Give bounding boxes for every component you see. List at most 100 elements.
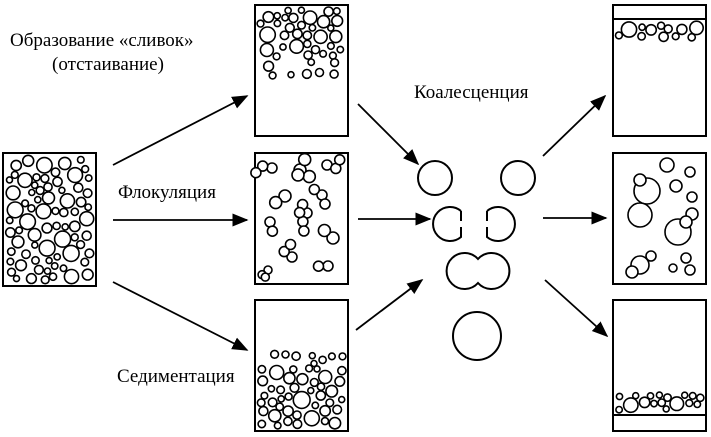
droplet bbox=[6, 267, 17, 277]
droplet bbox=[259, 26, 277, 44]
droplet bbox=[262, 60, 275, 72]
droplet-contact-left bbox=[432, 206, 462, 242]
droplet bbox=[622, 397, 639, 414]
droplet bbox=[328, 51, 338, 60]
droplet bbox=[62, 244, 80, 263]
droplet bbox=[262, 10, 275, 24]
droplet bbox=[310, 359, 318, 368]
droplet bbox=[304, 364, 314, 373]
droplets-creaming bbox=[256, 6, 345, 80]
droplet bbox=[12, 274, 21, 283]
droplet bbox=[267, 408, 282, 423]
droplet bbox=[279, 43, 287, 51]
label-creaming-line1: Образование «сливок» bbox=[10, 30, 194, 51]
droplet bbox=[258, 405, 269, 417]
droplet bbox=[273, 19, 282, 28]
droplet bbox=[297, 6, 306, 14]
droplet bbox=[336, 45, 345, 54]
droplet bbox=[615, 392, 624, 401]
droplet bbox=[5, 176, 14, 184]
droplet bbox=[337, 395, 346, 404]
droplet bbox=[53, 230, 72, 248]
droplet bbox=[306, 386, 315, 395]
droplet bbox=[52, 221, 61, 231]
droplet bbox=[292, 390, 311, 410]
droplet bbox=[282, 405, 294, 417]
droplet bbox=[659, 157, 675, 173]
droplet-merging bbox=[445, 252, 511, 290]
droplet bbox=[680, 391, 689, 400]
droplet bbox=[302, 169, 317, 184]
droplet bbox=[679, 215, 693, 229]
droplet bbox=[302, 30, 313, 41]
droplet bbox=[20, 249, 31, 260]
droplet bbox=[61, 222, 70, 231]
droplet bbox=[319, 198, 331, 210]
droplet bbox=[81, 230, 92, 241]
droplet bbox=[257, 364, 267, 374]
droplet bbox=[66, 166, 84, 184]
droplet bbox=[680, 252, 692, 264]
droplet bbox=[328, 29, 343, 44]
droplet bbox=[278, 245, 291, 258]
droplet bbox=[685, 398, 694, 408]
droplet bbox=[284, 22, 295, 33]
droplets-coalesced-bottom bbox=[615, 391, 705, 414]
droplet bbox=[27, 204, 36, 213]
droplet bbox=[27, 227, 42, 242]
droplet bbox=[53, 252, 62, 261]
droplet bbox=[662, 405, 671, 413]
droplet bbox=[316, 382, 326, 392]
arrow-coalescence-to-top bbox=[542, 94, 607, 157]
droplet bbox=[655, 391, 664, 399]
droplet bbox=[14, 259, 28, 272]
droplet bbox=[284, 6, 292, 15]
droplet bbox=[30, 241, 39, 249]
droplet bbox=[319, 49, 328, 58]
droplet bbox=[30, 255, 40, 265]
droplet bbox=[688, 20, 704, 36]
droplet bbox=[302, 10, 318, 26]
droplet bbox=[311, 401, 320, 410]
droplet bbox=[310, 44, 321, 55]
droplet bbox=[288, 12, 299, 24]
droplet bbox=[316, 14, 331, 29]
droplet bbox=[315, 390, 327, 401]
droplet bbox=[303, 409, 321, 427]
droplet bbox=[273, 421, 282, 430]
droplet bbox=[268, 71, 277, 80]
droplet bbox=[284, 238, 297, 251]
droplet bbox=[331, 14, 344, 28]
droplet bbox=[48, 272, 58, 282]
droplet bbox=[301, 68, 313, 80]
droplet bbox=[284, 392, 293, 401]
droplet bbox=[84, 174, 93, 183]
droplet bbox=[41, 222, 53, 234]
droplet bbox=[645, 250, 657, 262]
droplet bbox=[269, 349, 280, 359]
droplet bbox=[70, 233, 79, 242]
droplet bbox=[688, 391, 697, 401]
droplet bbox=[6, 201, 24, 219]
droplet bbox=[669, 396, 685, 412]
droplet bbox=[260, 391, 269, 400]
droplet bbox=[686, 191, 698, 203]
droplet bbox=[51, 206, 60, 216]
droplet bbox=[625, 265, 639, 279]
droplet bbox=[281, 13, 290, 22]
droplet bbox=[657, 398, 667, 408]
droplet bbox=[276, 385, 286, 395]
droplet bbox=[73, 182, 84, 193]
droplet bbox=[292, 410, 302, 420]
droplet-contact-right bbox=[486, 206, 516, 242]
droplet bbox=[45, 256, 53, 265]
droplet bbox=[317, 223, 332, 238]
droplet bbox=[58, 207, 69, 218]
droplet bbox=[80, 257, 90, 267]
droplet bbox=[32, 173, 41, 182]
droplets-coalesced-top bbox=[614, 20, 704, 43]
label-sedimentation: Седиментация bbox=[117, 366, 235, 387]
droplet bbox=[308, 351, 317, 360]
droplet bbox=[325, 398, 335, 408]
droplet bbox=[637, 31, 647, 41]
